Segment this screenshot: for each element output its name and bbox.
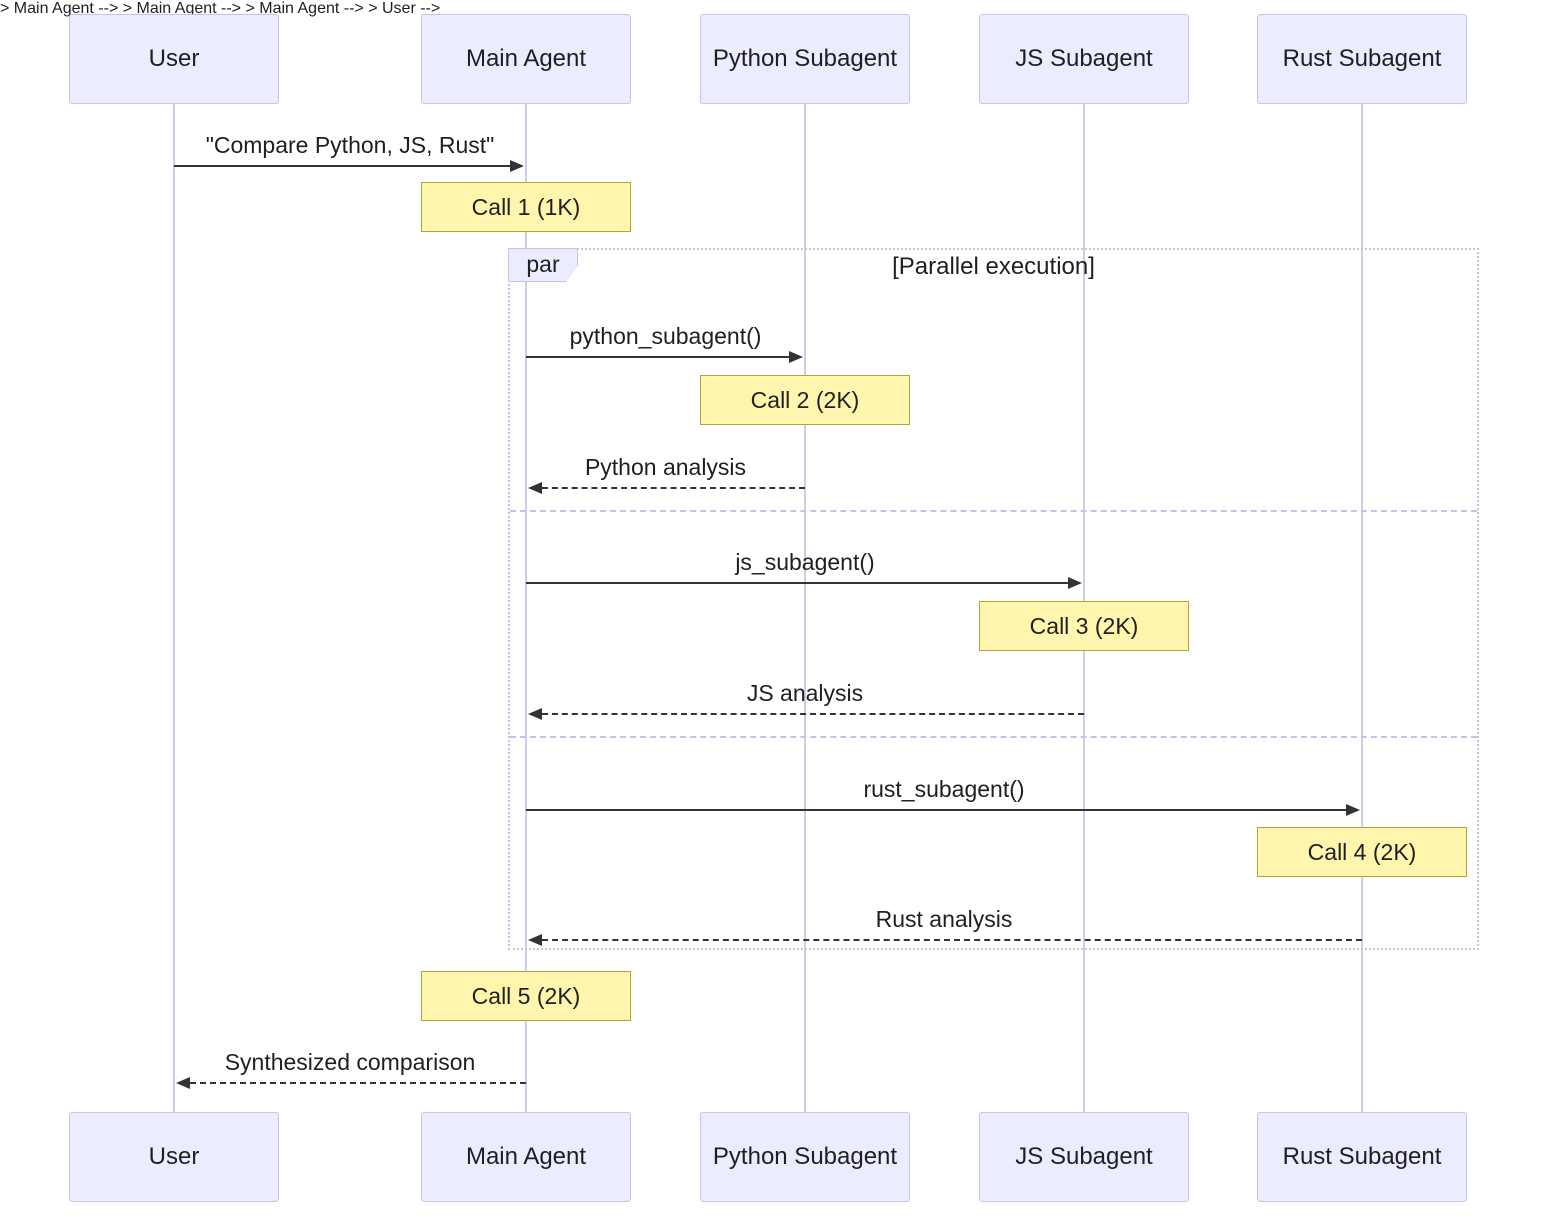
par-divider-2: [510, 736, 1477, 738]
message-line-js-subagent-call: [526, 582, 1068, 584]
actor-bottom-rust-subagent: Rust Subagent: [1257, 1112, 1467, 1202]
actor-label: Python Subagent: [712, 1143, 898, 1170]
message-label-compare-request: "Compare Python, JS, Rust": [205, 132, 495, 158]
note-label: Call 3 (2K): [1029, 612, 1139, 639]
note-call-2: Call 2 (2K): [700, 375, 910, 425]
actor-label: Rust Subagent: [1282, 1143, 1442, 1170]
lifeline-main-agent: [525, 104, 527, 1112]
actor-label: Main Agent: [465, 45, 587, 72]
message-label-js-analysis: JS analysis: [746, 680, 864, 706]
par-frame: [508, 248, 1479, 950]
arrowhead-left-icon: [176, 1077, 190, 1089]
message-label-rust-subagent-call: rust_subagent(): [863, 776, 1025, 802]
message-label-rust-analysis: Rust analysis: [875, 906, 1013, 932]
arrowhead-right-icon: [510, 160, 524, 172]
note-label: Call 2 (2K): [750, 386, 860, 413]
arrowhead-right-icon: [1346, 804, 1360, 816]
arrowhead-left-icon: [528, 934, 542, 946]
par-label-text: par: [526, 250, 560, 277]
par-divider-1: [510, 510, 1477, 512]
par-condition-label: [Parallel execution]: [892, 253, 1095, 280]
actor-label: JS Subagent: [1015, 45, 1153, 72]
note-call-3: Call 3 (2K): [979, 601, 1189, 651]
actor-label: JS Subagent: [1015, 1143, 1153, 1170]
message-label-synthesized-comparison: Synthesized comparison: [224, 1049, 476, 1075]
arrowhead-left-icon: [528, 708, 542, 720]
lifeline-user: [173, 104, 175, 1112]
message-label-python-subagent-call: python_subagent(): [569, 323, 762, 349]
arrowhead-right-icon: [789, 351, 803, 363]
note-call-4: Call 4 (2K): [1257, 827, 1467, 877]
arrowhead-left-icon: [528, 482, 542, 494]
message-line-rust-subagent-call: [526, 809, 1346, 811]
message-line-compare-request: [174, 165, 510, 167]
actor-label: Python Subagent: [712, 45, 898, 72]
actor-bottom-python-subagent: Python Subagent: [700, 1112, 910, 1202]
note-label: Call 4 (2K): [1307, 838, 1417, 865]
actor-top-js-subagent: JS Subagent: [979, 14, 1189, 104]
actor-bottom-main-agent: Main Agent: [421, 1112, 631, 1202]
message-line-synthesized-comparison: [190, 1082, 526, 1084]
lifeline-python-subagent: [804, 104, 806, 1112]
message-label-python-analysis: Python analysis: [584, 454, 747, 480]
actor-label: Rust Subagent: [1282, 45, 1442, 72]
actor-bottom-user: User: [69, 1112, 279, 1202]
message-line-python-analysis: [542, 487, 805, 489]
arrowhead-right-icon: [1068, 577, 1082, 589]
message-line-python-subagent-call: [526, 356, 789, 358]
message-label-js-subagent-call: js_subagent(): [735, 549, 875, 575]
lifeline-rust-subagent: [1361, 104, 1363, 1112]
actor-bottom-js-subagent: JS Subagent: [979, 1112, 1189, 1202]
note-label: Call 1 (1K): [471, 193, 581, 220]
note-call-5: Call 5 (2K): [421, 971, 631, 1021]
actor-top-python-subagent: Python Subagent: [700, 14, 910, 104]
message-line-js-analysis: [542, 713, 1084, 715]
actor-top-user: User: [69, 14, 279, 104]
note-call-1: Call 1 (1K): [421, 182, 631, 232]
actor-top-rust-subagent: Rust Subagent: [1257, 14, 1467, 104]
message-line-rust-analysis: [542, 939, 1362, 941]
actor-label: User: [148, 45, 200, 72]
actor-top-main-agent: Main Agent: [421, 14, 631, 104]
par-frame-label: par: [508, 248, 578, 282]
actor-label: Main Agent: [465, 1143, 587, 1170]
note-label: Call 5 (2K): [471, 982, 581, 1009]
actor-label: User: [148, 1143, 200, 1170]
